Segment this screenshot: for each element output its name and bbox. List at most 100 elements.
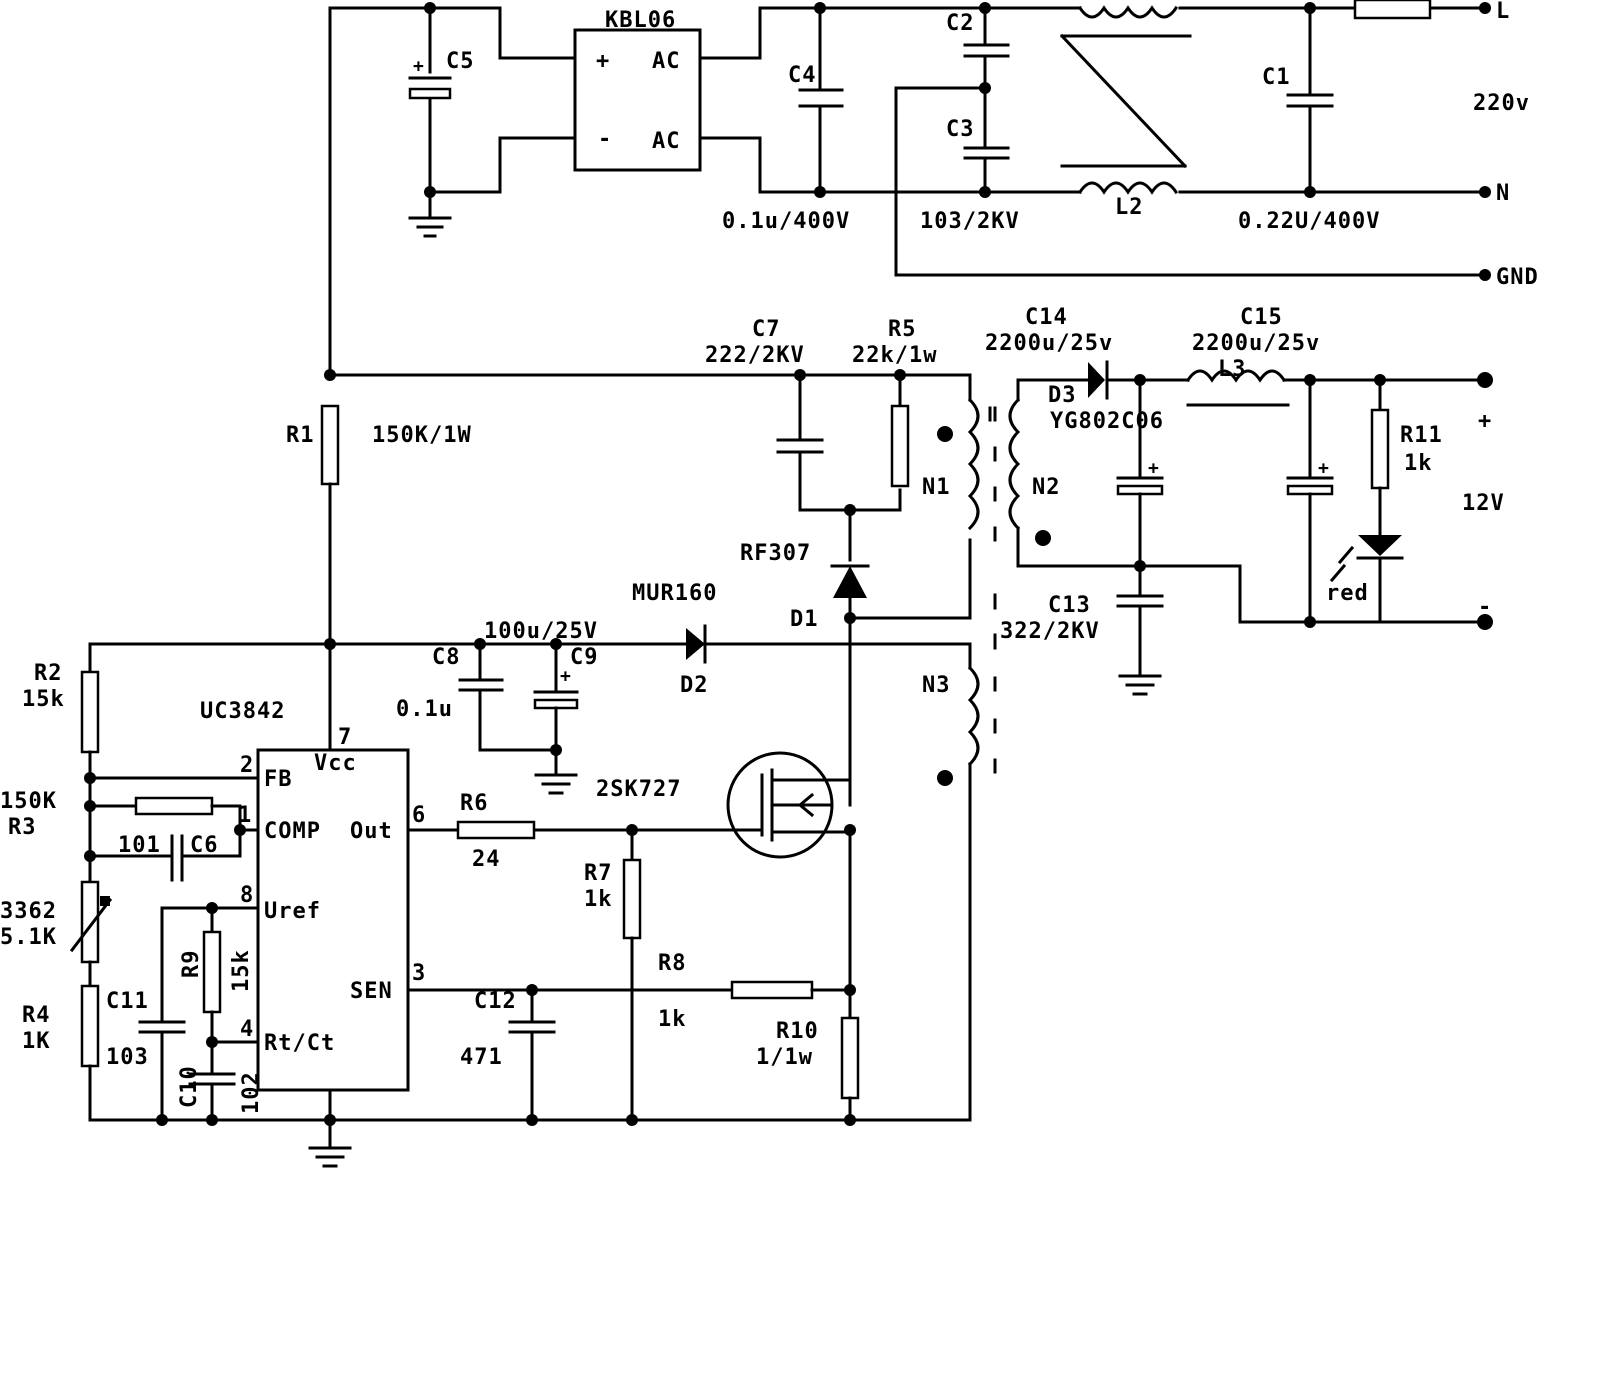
c1-value: 0.22U/400V — [1238, 209, 1380, 234]
c14-label: C14 — [1025, 305, 1068, 330]
pin6-label: 6 — [412, 803, 426, 828]
control-section: UC3842 FB Vcc COMP Out Uref SEN Rt/Ct 2 … — [0, 642, 860, 1168]
n2-label: N2 — [1032, 475, 1061, 500]
c6-value: 101 — [118, 833, 161, 858]
d1-label: D1 — [790, 607, 819, 632]
bridge-ac1-label: AC — [652, 49, 681, 74]
r2-value: 15k — [22, 687, 65, 712]
l2-label: L2 — [1115, 195, 1144, 220]
d1-diode — [833, 566, 867, 598]
c1-label: C1 — [1262, 65, 1291, 90]
pot-3362 — [80, 880, 100, 964]
r7-value: 1k — [584, 887, 613, 912]
c2-label: C2 — [946, 11, 975, 36]
primary-section: R1 150K/1W C7 222/2KV R5 22k/1w RF307 D1… — [88, 317, 1061, 1122]
c12-value: 471 — [460, 1045, 503, 1070]
r8-resistor — [730, 980, 814, 1000]
r7-resistor — [622, 858, 642, 940]
r6-resistor — [456, 820, 536, 840]
transformer-core — [988, 406, 997, 774]
pin7-label: 7 — [338, 725, 352, 750]
r5-value: 22k/1w — [852, 343, 937, 368]
r9-label: R9 — [179, 950, 204, 979]
r9-value: 15k — [229, 949, 254, 992]
r11-value: 1k — [1404, 451, 1433, 476]
r3-value: 150K — [0, 789, 57, 814]
r1-label: R1 — [286, 423, 315, 448]
r4-label: R4 — [22, 1003, 51, 1028]
c8-value: 0.1u — [396, 697, 453, 722]
r4-value: 1K — [22, 1029, 51, 1054]
c3-label: C3 — [946, 117, 975, 142]
c5-label: C5 — [446, 49, 475, 74]
c15-label: C15 — [1240, 305, 1283, 330]
n1-label: N1 — [922, 475, 951, 500]
uc3842-chip — [256, 748, 410, 1092]
led-indicator — [1358, 535, 1402, 556]
mains-input-section: KBL06 + - AC AC C5 + C4 C2 C3 C1 L2 0.1u… — [328, 0, 1538, 377]
r1-resistor — [320, 404, 340, 486]
r3-label: R3 — [8, 815, 37, 840]
c13-label: C13 — [1048, 593, 1091, 618]
rf307-label: RF307 — [740, 541, 811, 566]
d2-diode — [686, 628, 705, 660]
r1-value: 150K/1W — [372, 423, 472, 448]
c23-value: 103/2KV — [920, 209, 1020, 234]
r3-resistor — [134, 796, 214, 816]
r7-label: R7 — [584, 861, 613, 886]
bridge-minus-label: - — [598, 127, 612, 152]
secondary-junctions — [1134, 372, 1493, 630]
d3-diode — [1088, 362, 1105, 398]
c14-value: 2200u/25v — [985, 331, 1113, 356]
r5-resistor — [890, 404, 910, 488]
c5-capacitor — [408, 76, 452, 100]
r2-label: R2 — [34, 661, 63, 686]
pin-comp-label: COMP — [264, 819, 321, 844]
c9-value: 100u/25V — [484, 619, 598, 644]
ground-symbol — [408, 216, 452, 238]
c8-label: C8 — [432, 645, 461, 670]
pin3-label: 3 — [412, 961, 426, 986]
d3-label: D3 — [1048, 383, 1077, 408]
c5-plus-label: + — [413, 56, 425, 77]
r6-label: R6 — [460, 791, 489, 816]
c4-value: 0.1u/400V — [722, 209, 850, 234]
c6-label: C6 — [190, 833, 219, 858]
terminal-n-label: N — [1496, 181, 1510, 206]
r9-resistor — [202, 930, 222, 1014]
junction-dots — [424, 2, 1491, 281]
pot-label: 3362 — [0, 899, 57, 924]
r2-resistor — [80, 670, 100, 754]
c12-label: C12 — [474, 989, 517, 1014]
pin-uref-label: Uref — [264, 899, 321, 924]
pin-sen-label: SEN — [350, 979, 393, 1004]
r11-label: R11 — [1400, 423, 1443, 448]
input-voltage-label: 220v — [1473, 91, 1530, 116]
r10-resistor — [840, 1016, 860, 1100]
r11-resistor — [1370, 408, 1390, 490]
c13-value: 322/2KV — [1000, 619, 1100, 644]
c10-value: 102 — [239, 1071, 264, 1114]
r4-resistor — [80, 984, 100, 1068]
c9-plus-label: + — [560, 666, 572, 687]
c1-capacitor — [1286, 93, 1334, 108]
l3-label: L3 — [1218, 357, 1247, 382]
bridge-label: KBL06 — [605, 8, 676, 33]
c11-value: 103 — [106, 1045, 149, 1070]
d3-value: YG802C06 — [1050, 409, 1164, 434]
r10-value: 1/1w — [756, 1045, 813, 1070]
output-voltage-label: 12V — [1462, 491, 1505, 516]
n3-label: N3 — [922, 673, 951, 698]
c15-plus-label: + — [1318, 458, 1330, 479]
c4-capacitor — [798, 88, 844, 108]
d2-label: D2 — [680, 673, 709, 698]
output-minus-label: - — [1478, 595, 1492, 620]
r8-value: 1k — [658, 1007, 687, 1032]
control-junctions — [84, 772, 856, 1126]
c10-label: C10 — [177, 1065, 202, 1108]
c7-value: 222/2KV — [705, 343, 805, 368]
mur160-label: MUR160 — [632, 581, 717, 606]
pot-value: 5.1K — [0, 925, 57, 950]
pin1-label: 1 — [238, 803, 252, 828]
